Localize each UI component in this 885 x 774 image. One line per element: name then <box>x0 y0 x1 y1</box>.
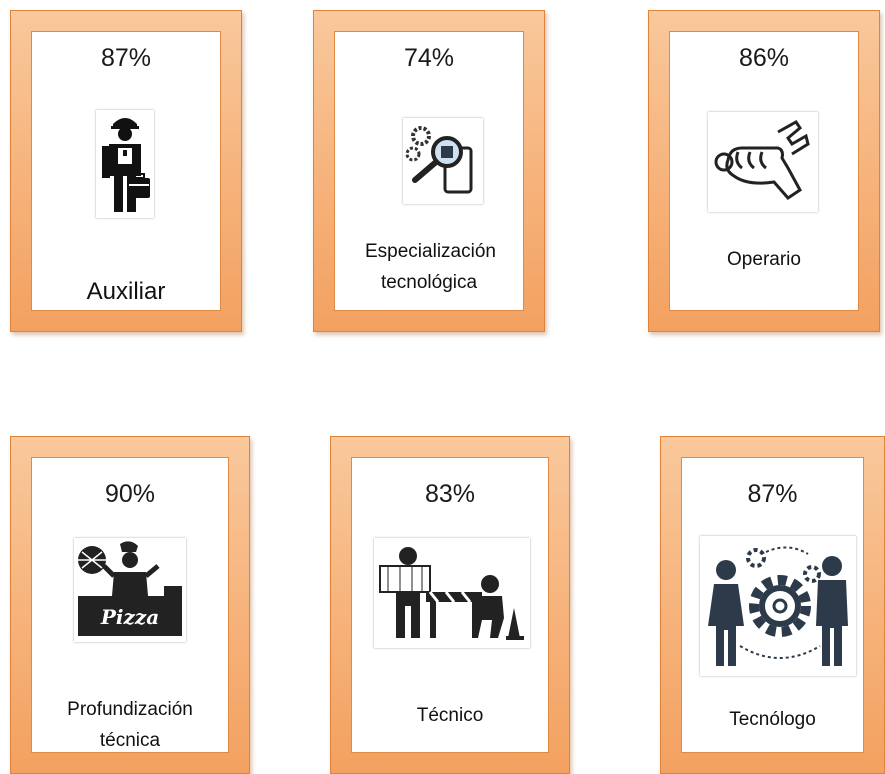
percentage: 83% <box>424 480 476 508</box>
percentage: 87% <box>100 44 152 72</box>
people-gear-icon <box>700 536 856 676</box>
card-tecnico: 83% Técnico <box>330 436 570 774</box>
card-label: Tecnólogo <box>729 709 816 730</box>
card-operario: 86% Operario <box>648 10 880 332</box>
worker-with-briefcase-icon <box>96 110 154 218</box>
percentage: 86% <box>738 44 790 72</box>
card-inner: 87% Auxiliar <box>31 31 221 311</box>
card-inner: 83% Técnico <box>351 457 549 753</box>
card-inner: 86% Operario <box>669 31 859 311</box>
card-tecnologo: 87% Tecnólogo <box>660 436 885 774</box>
card-auxiliar: 87% Auxiliar <box>10 10 242 332</box>
card-label: Operario <box>727 249 801 270</box>
card-inner: 74% Especialización tecnológica <box>334 31 524 311</box>
card-profundizacion: 90% Pizza Profundización técnica <box>10 436 250 774</box>
card-label: Auxiliar <box>86 278 166 305</box>
percentage: 90% <box>104 480 156 508</box>
card-inner: 87% Tecnólogo <box>681 457 864 753</box>
pizza-chef-icon: Pizza <box>74 538 186 642</box>
percentage: 74% <box>403 44 455 72</box>
card-label: Profundización técnica <box>67 699 193 751</box>
hand-wrench-icon <box>708 112 818 212</box>
card-inner: 90% Pizza Profundización técnica <box>31 457 229 753</box>
svg-text:Pizza: Pizza <box>100 605 159 629</box>
card-label: Especialización tecnológica <box>365 241 496 293</box>
gears-magnifier-phone-icon <box>403 118 483 204</box>
percentage: 87% <box>747 480 798 508</box>
card-especializacion: 74% Especialización tecnológica <box>313 10 545 332</box>
road-workers-icon <box>374 538 530 648</box>
card-label: Técnico <box>416 705 484 726</box>
